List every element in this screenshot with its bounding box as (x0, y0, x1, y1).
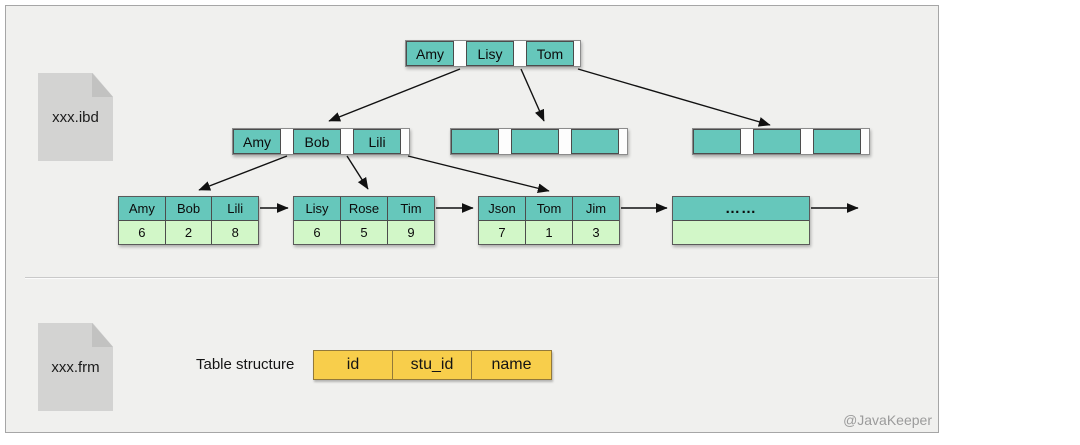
leaf-value-row: 7 1 3 (479, 220, 619, 244)
table-structure-columns: id stu_id name (313, 350, 552, 380)
leaf-value-cell: 9 (407, 225, 415, 240)
node-cell-empty (511, 129, 559, 154)
pointer-gap (741, 129, 753, 154)
pointer-gap (559, 129, 571, 154)
leaf-value-row: 6 2 8 (119, 220, 258, 244)
leaf-key-cell: Tom (526, 197, 573, 220)
pointer-gap (801, 129, 813, 154)
leaf-key-cell: Lili (227, 201, 244, 216)
leaf-value-row: 6 5 9 (294, 220, 434, 244)
leaf-key-cell: Amy (119, 197, 166, 220)
btree-internal-node-2 (450, 128, 628, 155)
ellipsis-cell: …… (725, 200, 757, 217)
leaf-key-cell: Lisy (294, 197, 341, 220)
column-cell: stu_id (393, 351, 472, 379)
ibd-file-icon: xxx.ibd (38, 73, 113, 161)
btree-leaf-node-3: Json Tom Jim 7 1 3 (478, 196, 620, 245)
leaf-value-cell: 3 (592, 225, 600, 240)
node-cell: Amy (233, 129, 281, 154)
ibd-file-label: xxx.ibd (52, 108, 99, 126)
pointer-gap (619, 129, 625, 154)
node-cell-empty (693, 129, 741, 154)
leaf-key-cell: Bob (166, 197, 213, 220)
leaf-value-cell: 6 (294, 221, 341, 244)
node-cell-empty (813, 129, 861, 154)
pointer-gap (499, 129, 511, 154)
node-cell: Lisy (466, 41, 514, 66)
pointer-gap (514, 41, 526, 66)
btree-leaf-node-ellipsis: …… (672, 196, 810, 245)
column-cell: id (314, 351, 393, 379)
btree-leaf-node-2: Lisy Rose Tim 6 5 9 (293, 196, 435, 245)
leaf-key-row: …… (673, 197, 809, 220)
leaf-value-cell: 6 (119, 221, 166, 244)
leaf-value-cell: 2 (166, 221, 213, 244)
section-divider (25, 277, 938, 279)
leaf-value-cell: 8 (231, 225, 239, 240)
pointer-gap (281, 129, 293, 154)
leaf-value-cell: 7 (479, 221, 526, 244)
pointer-gap (574, 41, 580, 66)
leaf-key-cell: Jim (585, 201, 607, 216)
leaf-key-cell: Json (479, 197, 526, 220)
leaf-value-cell: 5 (341, 221, 388, 244)
node-cell-empty (571, 129, 619, 154)
leaf-key-row: Json Tom Jim (479, 197, 619, 220)
leaf-key-row: Lisy Rose Tim (294, 197, 434, 220)
leaf-key-cell: Tim (400, 201, 422, 216)
btree-internal-node-1: Amy Bob Lili (232, 128, 410, 155)
node-cell: Amy (406, 41, 454, 66)
frm-file-icon: xxx.frm (38, 323, 113, 411)
node-cell: Tom (526, 41, 574, 66)
btree-root-node: Amy Lisy Tom (405, 40, 581, 67)
leaf-value-cell-empty (673, 221, 809, 244)
btree-leaf-node-1: Amy Bob Lili 6 2 8 (118, 196, 259, 245)
pointer-gap (401, 129, 407, 154)
pointer-gap (861, 129, 867, 154)
table-structure-label: Table structure (196, 356, 295, 373)
node-cell-empty (451, 129, 499, 154)
node-cell: Lili (353, 129, 401, 154)
leaf-value-row (673, 220, 809, 244)
column-cell: name (472, 351, 551, 379)
node-cell: Bob (293, 129, 341, 154)
pointer-gap (341, 129, 353, 154)
watermark: @JavaKeeper (843, 412, 932, 428)
pointer-gap (454, 41, 466, 66)
node-cell-empty (753, 129, 801, 154)
frm-file-label: xxx.frm (51, 358, 100, 376)
leaf-key-row: Amy Bob Lili (119, 197, 258, 220)
leaf-key-cell: Rose (341, 197, 388, 220)
leaf-value-cell: 1 (526, 221, 573, 244)
btree-internal-node-3 (692, 128, 870, 155)
